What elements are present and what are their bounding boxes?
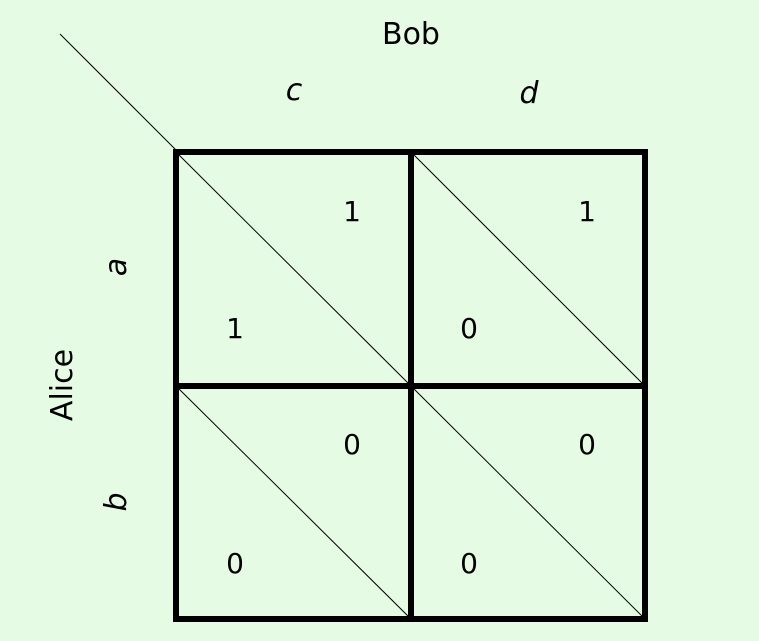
column-strategy-label: c (286, 73, 303, 108)
payoff-column-player: 1 (343, 195, 361, 228)
row-strategy-label: b (99, 492, 134, 511)
payoff-column-player: 0 (343, 428, 361, 461)
payoff-row-player: 0 (460, 312, 478, 345)
payoff-row-player: 1 (226, 312, 244, 345)
column-player-label: Bob (382, 17, 440, 52)
row-player-label: Alice (45, 349, 80, 421)
column-strategy-label: d (519, 76, 539, 111)
payoff-column-player: 1 (578, 195, 596, 228)
corner-diagonal (59, 33, 177, 151)
payoff-row-player: 0 (226, 547, 244, 580)
payoff-column-player: 0 (578, 428, 596, 461)
cell-diagonal (175, 151, 412, 387)
cell-diagonal (410, 151, 646, 387)
cell-diagonal (175, 385, 412, 620)
cell-diagonal (410, 385, 646, 620)
payoff-row-player: 0 (460, 547, 478, 580)
row-strategy-label: a (99, 258, 134, 276)
